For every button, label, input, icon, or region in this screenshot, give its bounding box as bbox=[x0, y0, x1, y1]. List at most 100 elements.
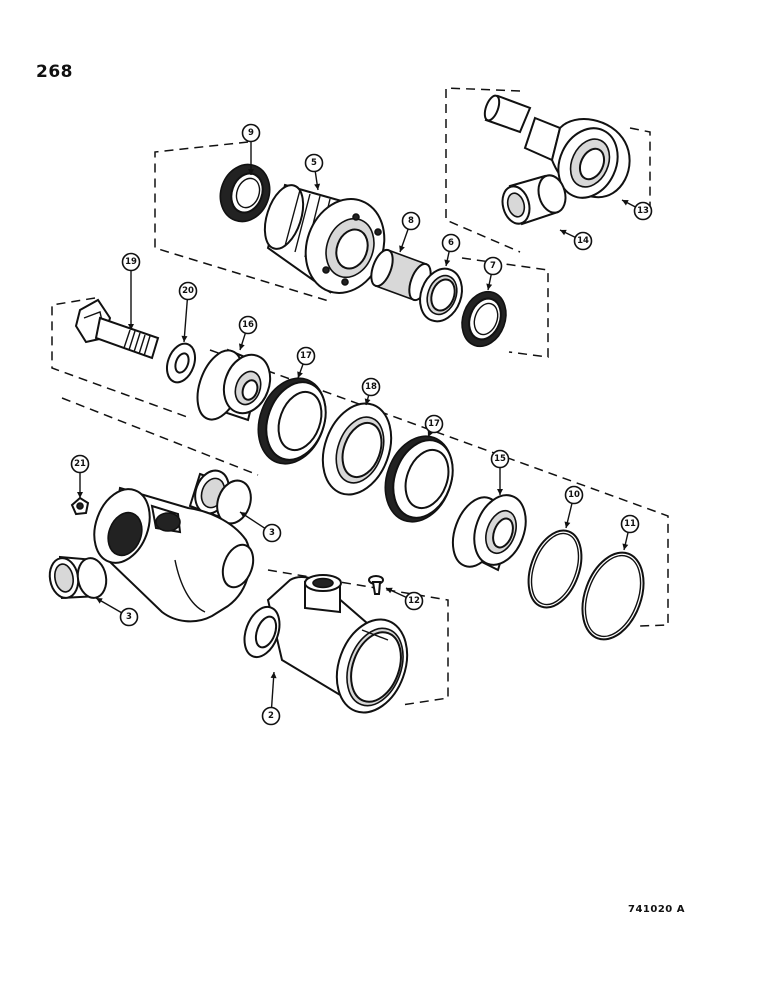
piston-nut bbox=[451, 494, 527, 572]
arrowhead bbox=[128, 324, 134, 330]
callout-number: 11 bbox=[624, 519, 636, 529]
arrowhead bbox=[444, 259, 451, 266]
arrowhead bbox=[270, 672, 277, 679]
piston-group-outline bbox=[51, 297, 669, 627]
callout-circle bbox=[121, 252, 141, 272]
rod-eye bbox=[483, 94, 631, 199]
page-number: 268 bbox=[36, 62, 73, 82]
callout-circle bbox=[241, 123, 261, 143]
callout-17: 17 bbox=[424, 414, 444, 438]
arrowhead bbox=[622, 543, 629, 550]
callout-number: 8 bbox=[408, 216, 414, 226]
callout-circle bbox=[401, 211, 421, 231]
callout-number: 17 bbox=[300, 351, 312, 361]
arrowhead bbox=[297, 371, 303, 378]
callout-number: 2 bbox=[268, 711, 274, 721]
arrowhead bbox=[248, 169, 254, 175]
wear-ring bbox=[321, 402, 393, 496]
callout-number: 6 bbox=[448, 238, 454, 248]
grease-fitting bbox=[70, 496, 90, 516]
callout-circle bbox=[262, 523, 282, 543]
callout-circle bbox=[296, 346, 316, 366]
callout-number: 21 bbox=[74, 459, 86, 469]
arrowhead bbox=[564, 521, 571, 528]
arrowhead bbox=[364, 398, 371, 405]
callout-number: 15 bbox=[494, 454, 506, 464]
wiper-seal bbox=[219, 163, 271, 223]
callout-3: 3 bbox=[239, 511, 282, 543]
callout-number: 16 bbox=[242, 320, 254, 330]
callout-12: 12 bbox=[385, 587, 424, 611]
arrowhead bbox=[314, 183, 321, 190]
callout-circle bbox=[573, 231, 593, 251]
eye-bushing bbox=[501, 174, 567, 226]
callout-number: 5 bbox=[311, 158, 317, 168]
callout-number: 14 bbox=[577, 236, 589, 246]
base-bushing-lower bbox=[48, 555, 108, 600]
upper-group-outline bbox=[154, 141, 549, 358]
callout-number: 3 bbox=[269, 528, 275, 538]
callout-number: 17 bbox=[428, 419, 440, 429]
callout-15: 15 bbox=[490, 449, 510, 495]
rod-end-group-outline bbox=[445, 87, 651, 253]
callout-number: 9 bbox=[248, 128, 254, 138]
callout-8: 8 bbox=[399, 211, 421, 253]
callout-circle bbox=[238, 315, 258, 335]
callout-circle bbox=[633, 201, 653, 221]
arrowhead bbox=[427, 430, 434, 437]
piston-seal-2 bbox=[384, 435, 454, 523]
arrowhead bbox=[622, 200, 629, 206]
cylinder-base-end bbox=[93, 486, 255, 623]
callout-circle bbox=[564, 485, 584, 505]
callout-circle bbox=[304, 153, 324, 173]
callout-6: 6 bbox=[441, 233, 461, 267]
leader-line bbox=[183, 299, 189, 343]
cylinder-tube bbox=[243, 574, 409, 714]
callout-16: 16 bbox=[238, 315, 258, 351]
arrowhead bbox=[560, 229, 567, 236]
callout-labels: 9 5 8 6 7 13 14 19 20 16 17 18 17 15 10 11 21 3 3 12 2 bbox=[70, 123, 653, 726]
arrowhead bbox=[497, 489, 503, 495]
callout-circle bbox=[178, 281, 198, 301]
callout-11: 11 bbox=[620, 514, 640, 551]
callout-circle bbox=[441, 233, 461, 253]
arrowhead bbox=[240, 512, 247, 518]
callout-number: 10 bbox=[568, 490, 580, 500]
bolt-washer bbox=[165, 342, 197, 384]
backup-ring bbox=[419, 267, 463, 323]
callout-21: 21 bbox=[70, 454, 90, 498]
rod-seal bbox=[461, 290, 507, 348]
callout-20: 20 bbox=[178, 281, 198, 343]
figure-code: 741020 A bbox=[628, 904, 685, 915]
arrowhead bbox=[181, 335, 188, 342]
arrowhead bbox=[486, 283, 493, 290]
callout-number: 19 bbox=[125, 257, 137, 267]
callout-5: 5 bbox=[304, 153, 324, 191]
arrowhead bbox=[399, 245, 405, 252]
callout-7: 7 bbox=[483, 256, 503, 291]
callout-circle bbox=[361, 377, 381, 397]
piston-seal-1 bbox=[257, 377, 327, 465]
callout-circle bbox=[424, 414, 444, 434]
callout-circle bbox=[490, 449, 510, 469]
backup-ring-large bbox=[581, 551, 645, 641]
arrowhead bbox=[386, 587, 393, 594]
callout-circle bbox=[483, 256, 503, 276]
callout-18: 18 bbox=[361, 377, 381, 406]
arrowhead bbox=[77, 492, 83, 498]
callout-9: 9 bbox=[241, 123, 261, 175]
callout-circle bbox=[70, 454, 90, 474]
o-ring bbox=[527, 529, 583, 609]
callout-14: 14 bbox=[559, 229, 593, 251]
callout-13: 13 bbox=[621, 199, 653, 221]
callout-circle bbox=[404, 591, 424, 611]
body-group-outline bbox=[61, 397, 449, 706]
arrowhead bbox=[96, 598, 103, 604]
callout-number: 18 bbox=[365, 382, 377, 392]
gland-bushing bbox=[370, 248, 432, 302]
callout-3: 3 bbox=[95, 597, 139, 627]
callout-circle bbox=[261, 706, 281, 726]
callout-circle bbox=[620, 514, 640, 534]
